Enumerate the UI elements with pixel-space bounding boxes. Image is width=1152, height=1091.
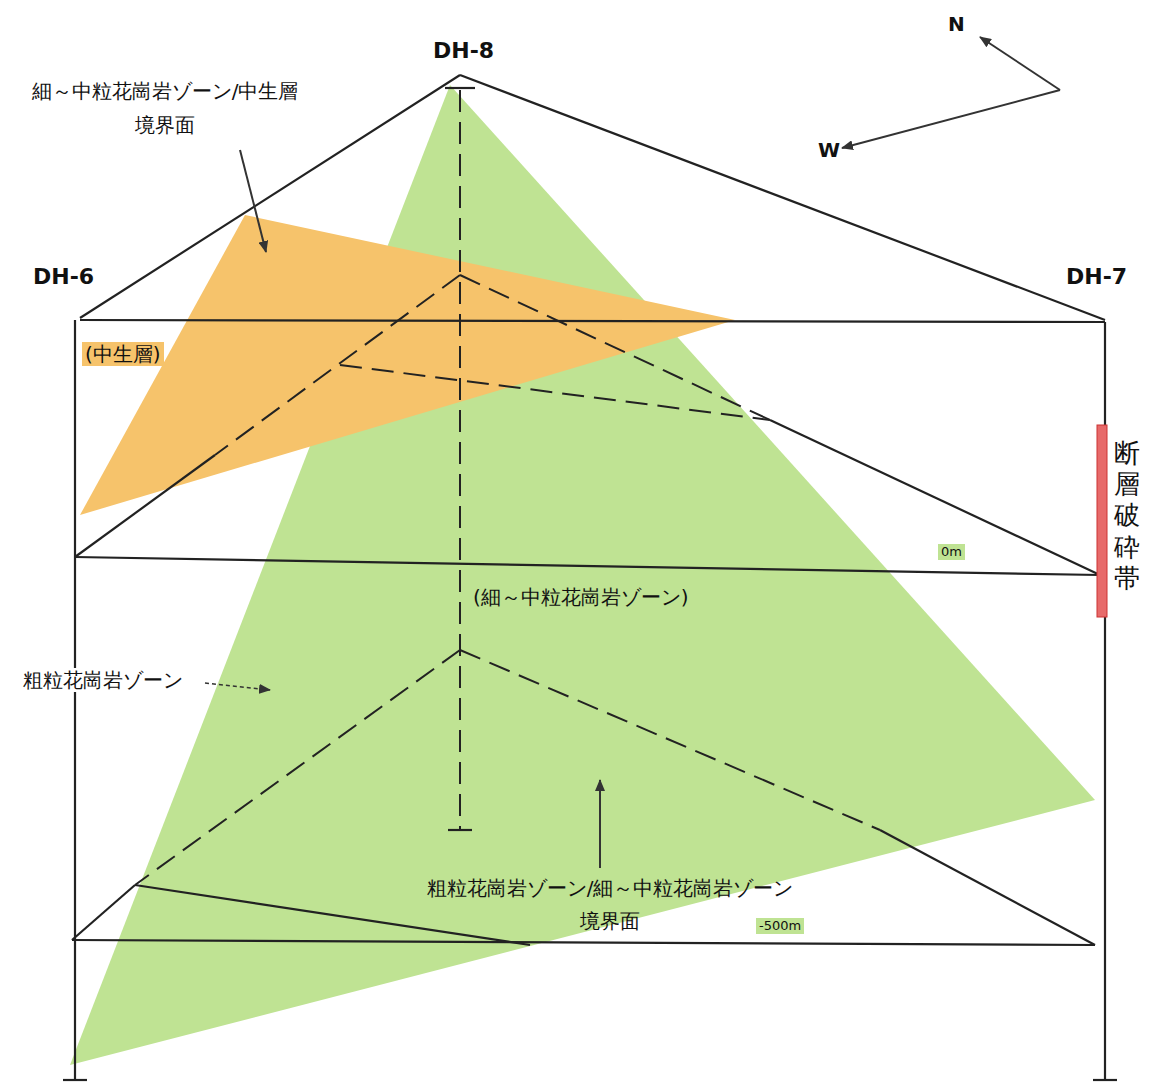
leader-arrow	[205, 683, 270, 690]
granite-boundary-plane	[70, 85, 1095, 1065]
borehole-name: DH-6	[33, 264, 94, 290]
hidden-lines	[135, 90, 880, 885]
plane-label: 細～中粒花崗岩ゾーン/中生層 境界面	[10, 74, 320, 142]
unit-label: (中生層)	[82, 342, 164, 366]
frame-lines	[63, 75, 1117, 1080]
leader-arrow	[599, 780, 601, 868]
compass-letter: N	[948, 12, 965, 36]
depth-label: -500m	[756, 918, 804, 934]
compass-letter: W	[818, 138, 840, 162]
fault-label: 断層破砕帯	[1114, 438, 1140, 594]
leader-arrow	[240, 150, 266, 252]
plane-label: 粗粒花崗岩ゾーン/細～中粒花崗岩ゾーン 境界面	[395, 872, 825, 938]
depth-label: 0m	[938, 544, 965, 560]
borehole-name: DH-7	[1066, 264, 1127, 290]
unit-label: (細～中粒花崗岩ゾーン)	[470, 585, 692, 609]
borehole-name: DH-8	[433, 38, 494, 64]
compass-arrow	[842, 90, 1060, 148]
fault-zone-bar	[1097, 425, 1107, 617]
unit-label: 粗粒花崗岩ゾーン	[20, 668, 186, 692]
compass-arrow	[980, 37, 1060, 90]
mesozoic-boundary-plane	[80, 215, 735, 515]
